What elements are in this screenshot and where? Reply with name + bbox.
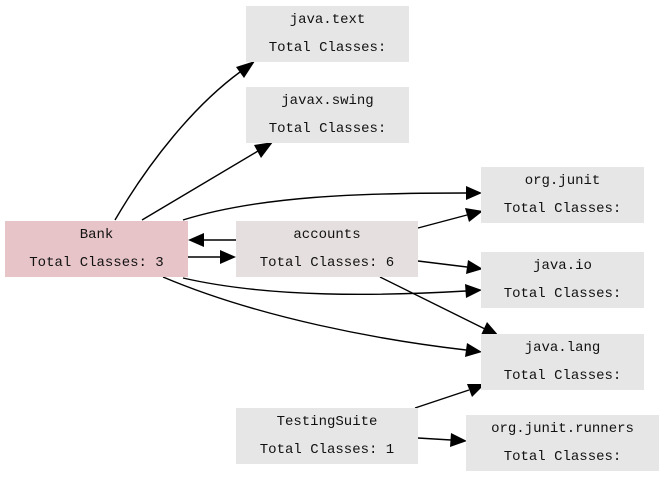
- node-title: java.io: [533, 258, 592, 274]
- edge-accounts-to-org-junit: [417, 214, 468, 229]
- edge-bank-to-java-lang: [162, 276, 467, 351]
- node-class-count: Total Classes:: [503, 368, 622, 384]
- node-java-io[interactable]: java.io Total Classes:: [481, 252, 644, 308]
- node-title: org.junit: [524, 173, 601, 189]
- arrowhead-testingsuite-java-lang: [467, 384, 485, 397]
- node-javax-swing[interactable]: javax.swing Total Classes:: [246, 87, 409, 143]
- node-org-junit[interactable]: org.junit Total Classes:: [481, 167, 644, 223]
- node-title: javax.swing: [281, 93, 374, 109]
- arrowhead-accounts-java-io: [466, 260, 483, 274]
- node-class-count: Total Classes:: [503, 286, 622, 302]
- edge-testingsuite-to-java-lang: [414, 389, 470, 409]
- node-class-count: Total Classes: 6: [259, 255, 395, 271]
- arrowhead-bank-java-io: [465, 284, 482, 298]
- node-title: TestingSuite: [276, 414, 378, 430]
- node-class-count: Total Classes:: [268, 40, 387, 56]
- node-class-count: Total Classes: 3: [29, 255, 164, 271]
- edge-accounts-to-java-io: [417, 260, 468, 268]
- node-class-count: Total Classes:: [268, 121, 387, 137]
- node-org-junit-runners[interactable]: org.junit.runners Total Classes:: [466, 415, 659, 471]
- edge-bank-to-java-io: [182, 277, 467, 296]
- arrowhead-javax-swing: [254, 142, 273, 158]
- edge-testingsuite-to-junit-runners: [417, 437, 452, 441]
- arrowhead-junit-runners: [450, 433, 467, 447]
- arrowhead-bank-org-junit: [466, 186, 482, 200]
- node-title: org.junit.runners: [491, 421, 634, 437]
- arrowhead-accounts-org-junit: [465, 208, 483, 222]
- node-class-count: Total Classes:: [503, 449, 622, 465]
- node-title: java.text: [289, 12, 366, 28]
- node-bank[interactable]: Bank Total Classes: 3: [5, 221, 188, 277]
- edge-bank-to-org-junit: [182, 192, 467, 221]
- arrowhead-accounts-java-lang: [481, 322, 499, 336]
- node-java-text[interactable]: java.text Total Classes:: [246, 6, 409, 62]
- edge-bank-to-javax-swing: [141, 150, 259, 221]
- node-accounts[interactable]: accounts Total Classes: 6: [236, 221, 418, 277]
- node-title: accounts: [293, 227, 361, 243]
- node-title: java.lang: [524, 340, 601, 356]
- node-title: Bank: [79, 227, 114, 243]
- node-class-count: Total Classes: 1: [259, 442, 395, 458]
- node-testingsuite[interactable]: TestingSuite Total Classes: 1: [236, 408, 418, 464]
- node-java-lang[interactable]: java.lang Total Classes:: [481, 334, 644, 390]
- edge-bank-to-java-text: [114, 71, 241, 221]
- arrowhead-bank-java-lang: [465, 343, 482, 357]
- arrowhead-accounts: [220, 250, 236, 264]
- arrowhead-bank: [188, 233, 204, 247]
- arrowhead-java-text: [236, 61, 255, 78]
- edge-accounts-to-java-lang: [379, 276, 486, 330]
- node-class-count: Total Classes:: [503, 201, 622, 217]
